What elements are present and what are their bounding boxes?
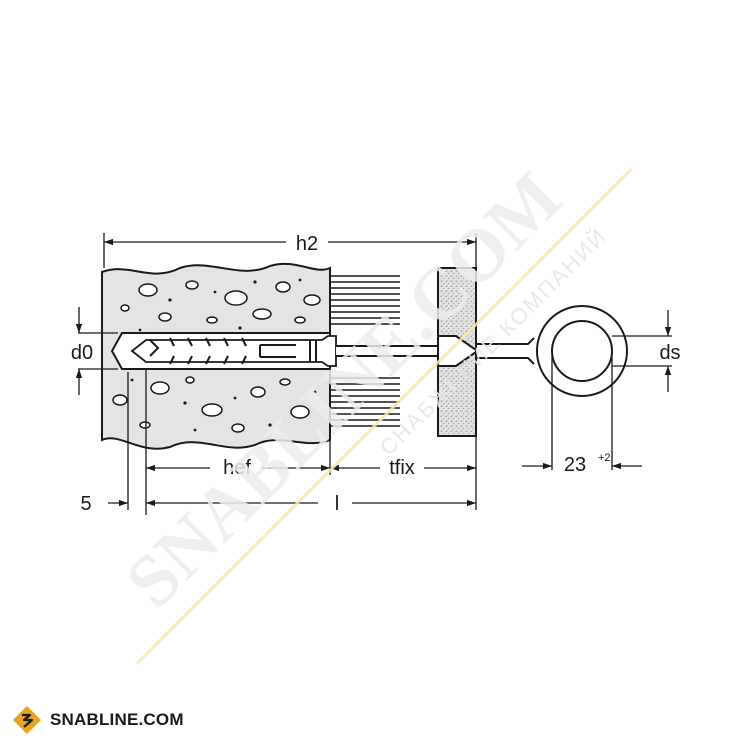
dim-label-h2: h2 <box>296 233 318 255</box>
dim-label-d0: d0 <box>71 342 93 364</box>
eye-bolt <box>476 305 628 397</box>
plastic-anchor <box>130 335 337 367</box>
dim-label-l: l <box>335 493 339 515</box>
dim-label-ds: ds <box>659 342 680 364</box>
dim-label-eye-tolerance: +2 <box>598 452 611 464</box>
snabline-logo-icon <box>13 706 41 734</box>
watermark-line <box>135 167 633 665</box>
dim-label-hef: hef <box>223 457 251 479</box>
screw-shank <box>336 345 438 357</box>
dim-label-eye-width: 23 <box>564 454 586 476</box>
dim-label-tfix: tfix <box>389 457 415 479</box>
dim-label-5: 5 <box>80 493 91 515</box>
bristle-zone-top <box>330 275 400 325</box>
extension-lines <box>78 233 672 515</box>
dimension-lines <box>75 238 672 507</box>
site-logo[interactable]: SNABLINE.COM <box>12 702 184 738</box>
screw-head <box>437 335 477 367</box>
logo-text: SNABLINE.COM <box>50 710 184 729</box>
